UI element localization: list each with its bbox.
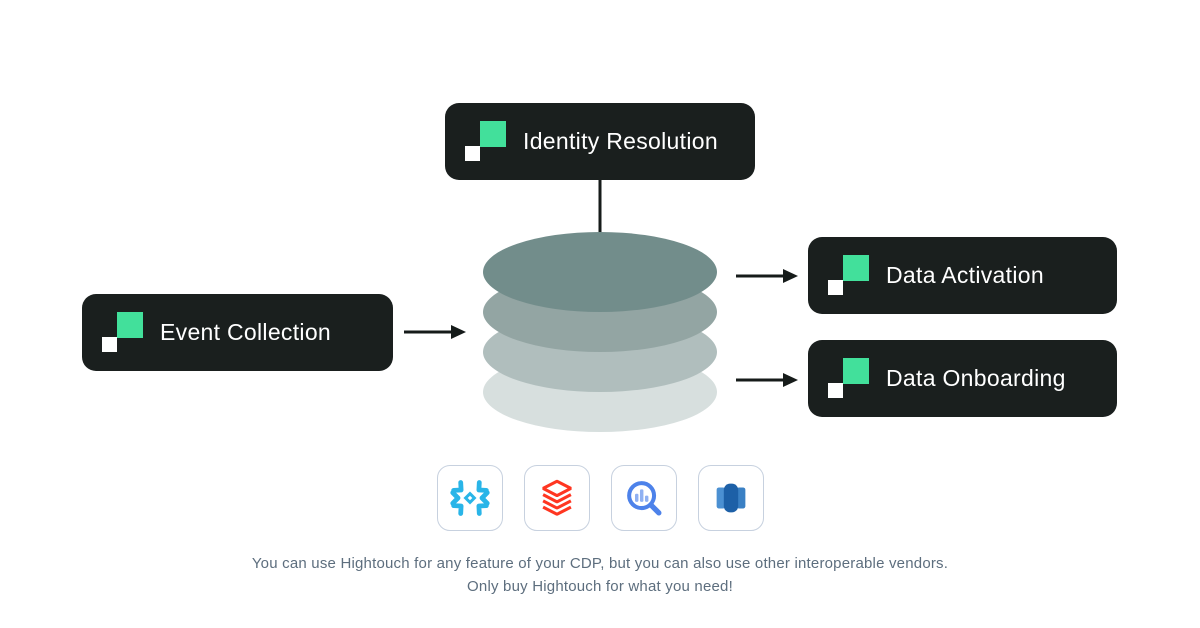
node-event-collection: Event Collection [82, 294, 393, 371]
vendor-card-databricks [523, 465, 590, 531]
vendor-row [0, 465, 1200, 531]
node-label-data-activation: Data Activation [886, 262, 1044, 288]
hightouch-logo-green-square [480, 120, 506, 147]
node-data-activation: Data Activation [808, 237, 1117, 314]
event-to-warehouse-arrow [404, 325, 466, 339]
caption-line-2: Only buy Hightouch for what you need! [467, 578, 733, 595]
snowflake-icon [449, 480, 490, 516]
hightouch-logo-white-square [828, 279, 843, 295]
vendor-card-snowflake [436, 465, 503, 531]
hightouch-logo-white-square [828, 382, 843, 398]
caption: You can use Hightouch for any feature of… [0, 552, 1200, 598]
hightouch-logo-icon [465, 120, 507, 163]
vendor-card-bigquery [610, 465, 677, 531]
redshift-icon [716, 483, 745, 513]
node-identity-resolution: Identity Resolution [445, 103, 755, 180]
node-label-data-onboarding: Data Onboarding [886, 365, 1066, 391]
warehouse-to-activation-arrow [736, 269, 798, 283]
hightouch-logo-icon [828, 357, 870, 400]
databricks-icon [541, 479, 572, 516]
hightouch-logo-green-square [117, 311, 143, 338]
warehouse-cylinder [483, 232, 717, 432]
node-data-onboarding: Data Onboarding [808, 340, 1117, 417]
hightouch-logo-white-square [465, 145, 480, 161]
bigquery-icon [626, 481, 661, 516]
hightouch-logo-green-square [843, 357, 869, 384]
warehouse-layer-1 [483, 232, 717, 312]
hightouch-logo-icon [102, 311, 144, 354]
caption-line-1: You can use Hightouch for any feature of… [251, 555, 949, 572]
hightouch-logo-icon [828, 254, 870, 297]
hightouch-logo-white-square [102, 336, 117, 352]
hightouch-logo-green-square [843, 254, 869, 281]
vendor-card-redshift [697, 465, 764, 531]
warehouse-to-onboarding-arrow [736, 373, 798, 387]
node-label-identity-resolution: Identity Resolution [523, 128, 718, 154]
node-label-event-collection: Event Collection [160, 319, 331, 345]
